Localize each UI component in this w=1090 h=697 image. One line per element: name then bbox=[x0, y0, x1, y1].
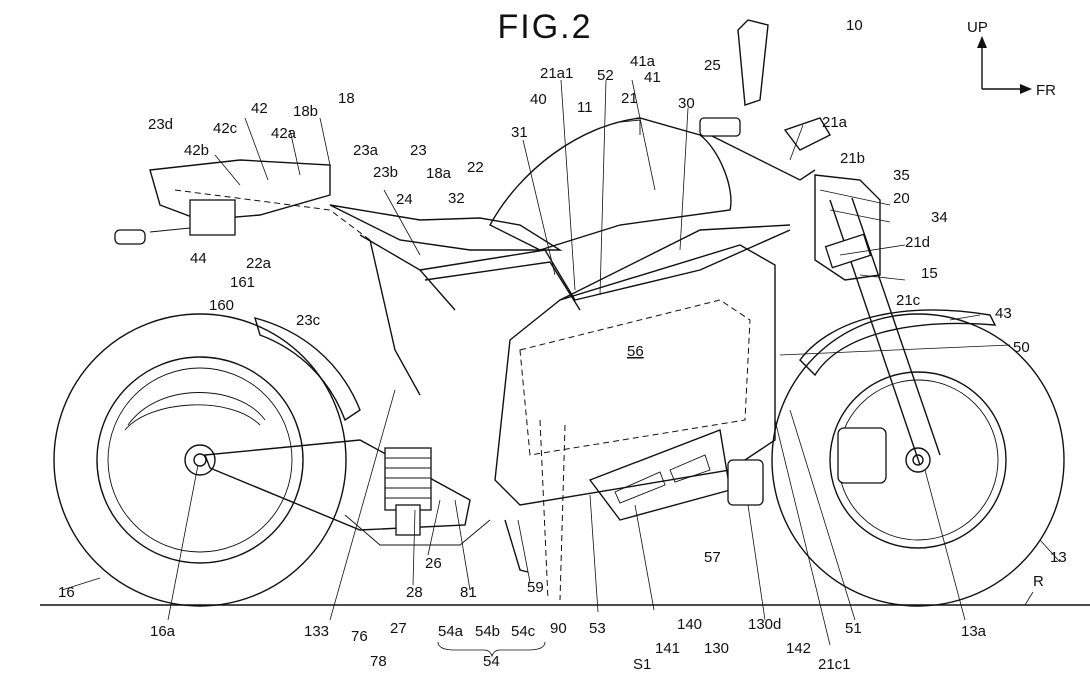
rear-shock bbox=[384, 447, 432, 536]
rear-fender bbox=[253, 317, 361, 422]
label-54c: 54c bbox=[511, 623, 536, 640]
front-wheel bbox=[771, 313, 1065, 607]
label-23a: 23a bbox=[353, 142, 379, 159]
label-52: 52 bbox=[597, 67, 614, 84]
label-23c: 23c bbox=[296, 312, 321, 329]
tail-light bbox=[189, 199, 236, 236]
orientation-indicator: UP FR bbox=[967, 19, 1056, 99]
label-42c: 42c bbox=[213, 120, 238, 137]
battery-case bbox=[494, 244, 776, 506]
label-50: 50 bbox=[1013, 339, 1030, 356]
part-labels: 10 41a 21a1 52 41 25 40 11 21 30 31 21a … bbox=[58, 17, 1067, 673]
label-53: 53 bbox=[589, 620, 606, 637]
label-S1: S1 bbox=[633, 656, 651, 673]
label-59: 59 bbox=[527, 579, 544, 596]
group-brace-54 bbox=[437, 641, 546, 658]
label-24: 24 bbox=[396, 191, 413, 208]
front-forks bbox=[824, 197, 941, 466]
label-18b: 18b bbox=[293, 103, 318, 120]
front-cowl bbox=[814, 174, 881, 281]
label-30: 30 bbox=[678, 95, 695, 112]
label-32: 32 bbox=[448, 190, 465, 207]
label-54b: 54b bbox=[475, 623, 500, 640]
leader-lines bbox=[61, 79, 1061, 646]
label-42b: 42b bbox=[184, 142, 209, 159]
label-44: 44 bbox=[190, 250, 207, 267]
label-21a1: 21a1 bbox=[540, 65, 573, 82]
label-142: 142 bbox=[786, 640, 811, 657]
label-23d: 23d bbox=[148, 116, 173, 133]
label-21c1: 21c1 bbox=[818, 656, 851, 673]
up-label: UP bbox=[967, 19, 988, 36]
label-54: 54 bbox=[483, 653, 500, 670]
label-57: 57 bbox=[704, 549, 721, 566]
label-21c: 21c bbox=[896, 292, 921, 309]
figure-title: FIG.2 bbox=[497, 8, 593, 46]
label-21d: 21d bbox=[905, 234, 930, 251]
label-35: 35 bbox=[893, 167, 910, 184]
label-22a: 22a bbox=[246, 255, 272, 272]
label-23b: 23b bbox=[373, 164, 398, 181]
label-130d: 130d bbox=[748, 616, 781, 633]
label-130: 130 bbox=[704, 640, 729, 657]
label-31: 31 bbox=[511, 124, 528, 141]
label-10: 10 bbox=[846, 17, 863, 34]
label-18: 18 bbox=[338, 90, 355, 107]
label-18a: 18a bbox=[426, 165, 452, 182]
label-51: 51 bbox=[845, 620, 862, 637]
label-81: 81 bbox=[460, 584, 477, 601]
label-23: 23 bbox=[410, 142, 427, 159]
label-22: 22 bbox=[467, 159, 484, 176]
label-13: 13 bbox=[1050, 549, 1067, 566]
label-27: 27 bbox=[390, 620, 407, 637]
label-42: 42 bbox=[251, 100, 268, 117]
label-43: 43 bbox=[995, 305, 1012, 322]
label-11: 11 bbox=[577, 99, 593, 116]
side-stand bbox=[504, 519, 529, 573]
motor-unit bbox=[588, 429, 764, 521]
label-56: 56 bbox=[627, 343, 644, 360]
label-25: 25 bbox=[704, 57, 721, 74]
label-21b: 21b bbox=[840, 150, 865, 167]
fr-label: FR bbox=[1036, 82, 1056, 99]
label-42a: 42a bbox=[271, 125, 297, 142]
label-40: 40 bbox=[530, 91, 547, 108]
label-16: 16 bbox=[58, 584, 75, 601]
frame bbox=[359, 224, 791, 396]
label-133: 133 bbox=[304, 623, 329, 640]
label-78: 78 bbox=[370, 653, 387, 670]
label-141: 141 bbox=[655, 640, 680, 657]
label-90: 90 bbox=[550, 620, 567, 637]
label-15: 15 bbox=[921, 265, 938, 282]
swing-arm bbox=[204, 439, 471, 531]
label-76: 76 bbox=[351, 628, 368, 645]
label-20: 20 bbox=[893, 190, 910, 207]
label-13a: 13a bbox=[961, 623, 987, 640]
label-41a: 41a bbox=[630, 53, 656, 70]
rear-wheel bbox=[53, 313, 347, 607]
label-16a: 16a bbox=[150, 623, 176, 640]
seat bbox=[329, 204, 563, 251]
label-41: 41 bbox=[644, 69, 661, 86]
label-R: R bbox=[1033, 573, 1044, 590]
label-54a: 54a bbox=[438, 623, 464, 640]
label-21a: 21a bbox=[822, 114, 848, 131]
label-21: 21 bbox=[621, 90, 638, 107]
label-34: 34 bbox=[931, 209, 948, 226]
label-26: 26 bbox=[425, 555, 442, 572]
handlebar-assembly bbox=[699, 19, 831, 181]
label-140: 140 bbox=[677, 616, 702, 633]
label-28: 28 bbox=[406, 584, 423, 601]
front-fender bbox=[799, 309, 997, 377]
label-160: 160 bbox=[209, 297, 234, 314]
label-161: 161 bbox=[230, 274, 255, 291]
